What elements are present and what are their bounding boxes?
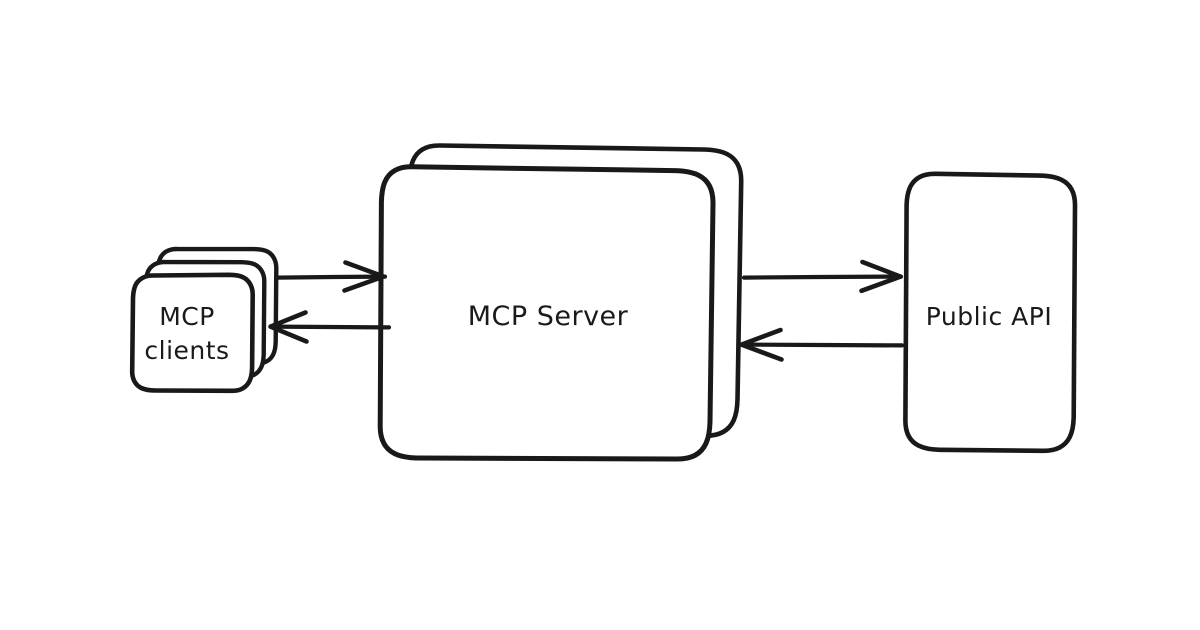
node-label-mcp-server: MCP Server — [467, 301, 629, 332]
edge-clients-to-server[interactable] — [274, 260, 388, 293]
node-public-api[interactable] — [903, 171, 1078, 454]
node-label-public-api: Public API — [925, 302, 1053, 331]
edge-server-to-api[interactable] — [741, 259, 904, 294]
node-label-mcp-clients: MCP clients — [144, 302, 230, 365]
node-mcp-server[interactable] — [377, 143, 744, 462]
node-mcp-clients[interactable] — [129, 246, 279, 394]
mcp-server-card-front — [377, 164, 716, 462]
edge-server-to-clients[interactable] — [268, 310, 392, 344]
mcp-clients-card-front — [129, 272, 256, 394]
edge-api-to-server[interactable] — [739, 327, 905, 362]
